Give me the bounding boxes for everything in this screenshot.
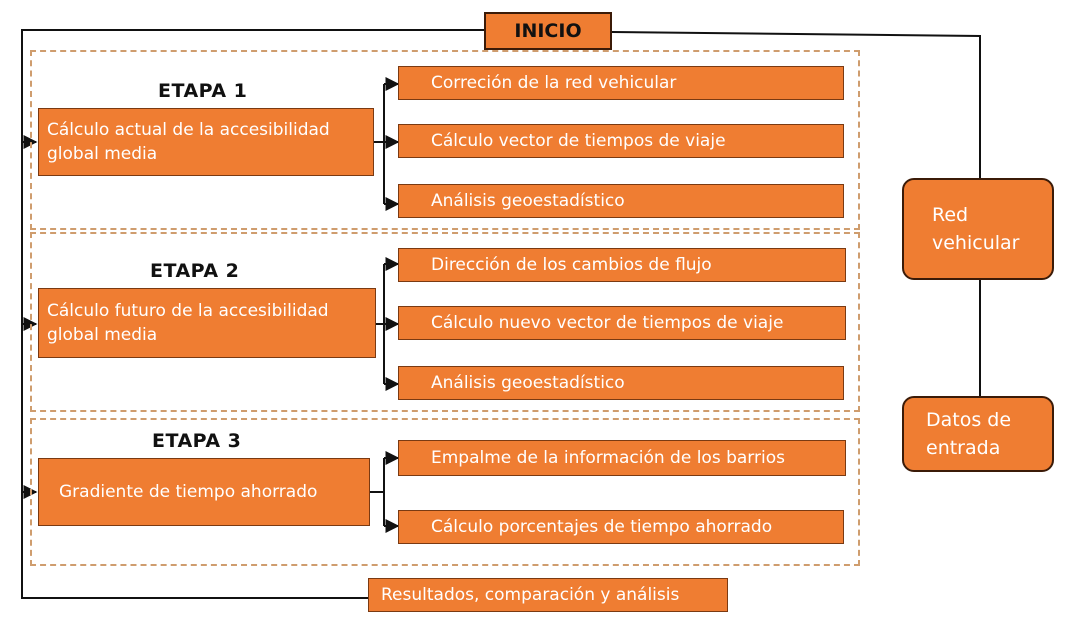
stage-1-frame [30, 50, 860, 230]
red-vehicular-box: Red vehicular [902, 178, 1054, 280]
stage-1-title: ETAPA 1 [158, 80, 248, 102]
stage-2-frame [30, 232, 860, 412]
stage-3-frame [30, 418, 860, 566]
stage-2-step-3: Análisis geoestadístico [398, 366, 844, 400]
inicio-label: INICIO [514, 20, 582, 42]
stage-2-main-label: Cálculo futuro de la accesibilidad globa… [47, 301, 329, 345]
inicio-box: INICIO [484, 12, 612, 50]
datos-entrada-box: Datos de entrada [902, 396, 1054, 472]
stage-1-step-1: Correción de la red vehicular [398, 66, 844, 100]
red-vehicular-label: Red vehicular [932, 204, 1020, 254]
stage-3-main-label: Gradiente de tiempo ahorrado [59, 482, 318, 502]
stage-1-main-label: Cálculo actual de la accesibilidad globa… [47, 120, 330, 164]
results-box: Resultados, comparación y análisis [368, 578, 728, 612]
results-label: Resultados, comparación y análisis [381, 585, 680, 605]
stage-1-step-3: Análisis geoestadístico [398, 184, 844, 218]
stage-2-title: ETAPA 2 [150, 260, 240, 282]
stage-3-step-2: Cálculo porcentajes de tiempo ahorrado [398, 510, 844, 544]
connector-inicio-right [611, 31, 981, 178]
stage-2-step-2: Cálculo nuevo vector de tiempos de viaje [398, 306, 846, 340]
stage-3-step-1: Empalme de la información de los barrios [398, 440, 846, 476]
stage-1-main-box: Cálculo actual de la accesibilidad globa… [38, 108, 374, 176]
stage-2-main-box: Cálculo futuro de la accesibilidad globa… [38, 288, 376, 358]
connector-inicio-left [21, 29, 486, 599]
stage-1-step-2: Cálculo vector de tiempos de viaje [398, 124, 844, 158]
stage-2-step-1: Dirección de los cambios de flujo [398, 248, 846, 282]
stage-3-title: ETAPA 3 [152, 430, 242, 452]
stage-3-main-box: Gradiente de tiempo ahorrado [38, 458, 370, 526]
datos-entrada-label: Datos de entrada [926, 409, 1012, 459]
